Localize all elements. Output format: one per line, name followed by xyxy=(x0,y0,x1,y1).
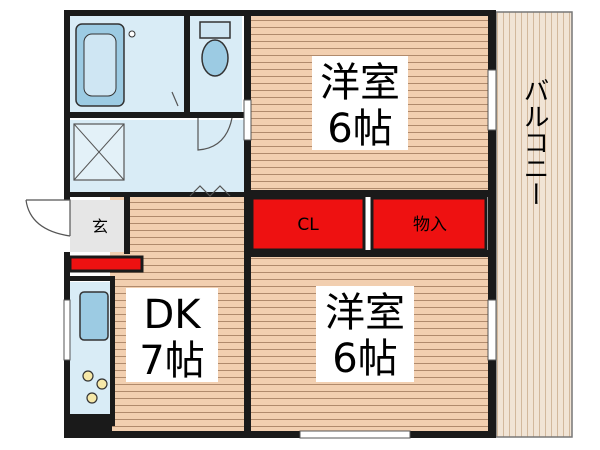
windows xyxy=(63,69,497,439)
storage: 物入 xyxy=(370,196,488,252)
western-room-bottom-label: 洋室 6帖 xyxy=(316,286,414,382)
western-room-top-name: 洋室 xyxy=(320,60,400,106)
entrance-label: 玄 xyxy=(92,217,108,236)
balcony-label: バルコニー xyxy=(519,77,549,207)
toilet-icon xyxy=(199,21,231,77)
stove-icon xyxy=(82,370,108,404)
dk-size: 7帖 xyxy=(139,338,204,384)
western-room-bottom-name: 洋室 xyxy=(325,290,405,336)
western-room-top-label: 洋室 6帖 xyxy=(312,56,408,152)
entrance-floor xyxy=(70,200,130,252)
dk-label: DK 7帖 xyxy=(126,288,218,384)
western-room-top-size: 6帖 xyxy=(327,106,392,152)
kitchen-sink-icon xyxy=(79,291,109,341)
closet: CL xyxy=(250,196,366,252)
dk-name: DK xyxy=(143,292,202,338)
shoe-cabinet xyxy=(68,255,144,273)
washing-machine-space-icon xyxy=(73,123,125,181)
balcony xyxy=(495,11,573,438)
bathtub-icon xyxy=(75,23,136,107)
closet-label: CL xyxy=(297,215,319,235)
western-room-bottom-size: 6帖 xyxy=(332,336,397,382)
storage-label: 物入 xyxy=(413,215,447,235)
doors xyxy=(25,91,233,237)
